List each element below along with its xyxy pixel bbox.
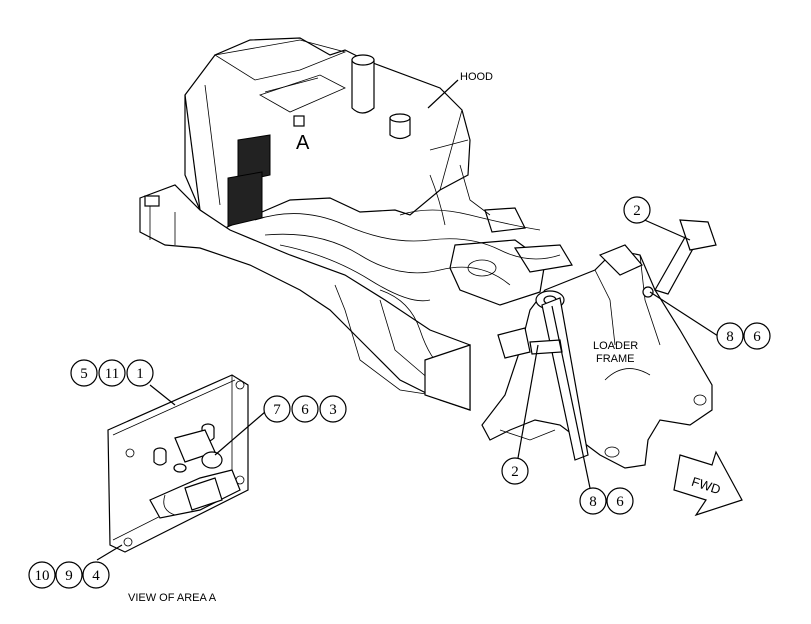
rear-frame <box>139 164 573 411</box>
leader-lines <box>96 79 719 561</box>
callout-top-right: 2 <box>623 196 651 224</box>
loader-frame <box>481 219 717 469</box>
callout-11: 11 <box>105 366 119 382</box>
area-a-marker: A <box>296 132 310 154</box>
callout-3: 3 <box>329 402 337 418</box>
callout-8-right: 8 <box>726 329 734 345</box>
fwd-arrow-icon: FWD <box>673 450 743 517</box>
callout-6-mid: 6 <box>301 402 309 418</box>
callout-7: 7 <box>273 402 281 418</box>
callout-8-center: 8 <box>589 494 597 510</box>
hood-label: HOOD <box>460 71 493 83</box>
callout-6-center: 6 <box>616 494 624 510</box>
callout-2-top-right: 2 <box>633 203 641 219</box>
callout-lower-left-group: 10 9 4 <box>28 561 110 589</box>
callout-2-center: 2 <box>511 464 519 480</box>
callout-center-group: 8 6 <box>579 487 634 515</box>
callout-upper-left-group: 5 11 1 <box>70 359 154 387</box>
loader-frame-label-line1: LOADER <box>593 340 638 352</box>
view-caption: VIEW OF AREA A <box>128 592 217 604</box>
loader-frame-label-line2: FRAME <box>596 353 635 365</box>
callout-10: 10 <box>35 568 50 584</box>
callout-right-group: 8 6 <box>716 322 771 350</box>
callout-center-2: 2 <box>501 457 529 485</box>
callout-4: 4 <box>92 568 100 584</box>
callout-9: 9 <box>65 568 73 584</box>
callout-1: 1 <box>136 366 144 382</box>
callout-6-right: 6 <box>753 329 761 345</box>
machine-hood <box>184 37 471 229</box>
area-a-detail-view <box>107 374 249 553</box>
callout-mid-group: 7 6 3 <box>263 395 347 423</box>
callout-5: 5 <box>80 366 88 382</box>
